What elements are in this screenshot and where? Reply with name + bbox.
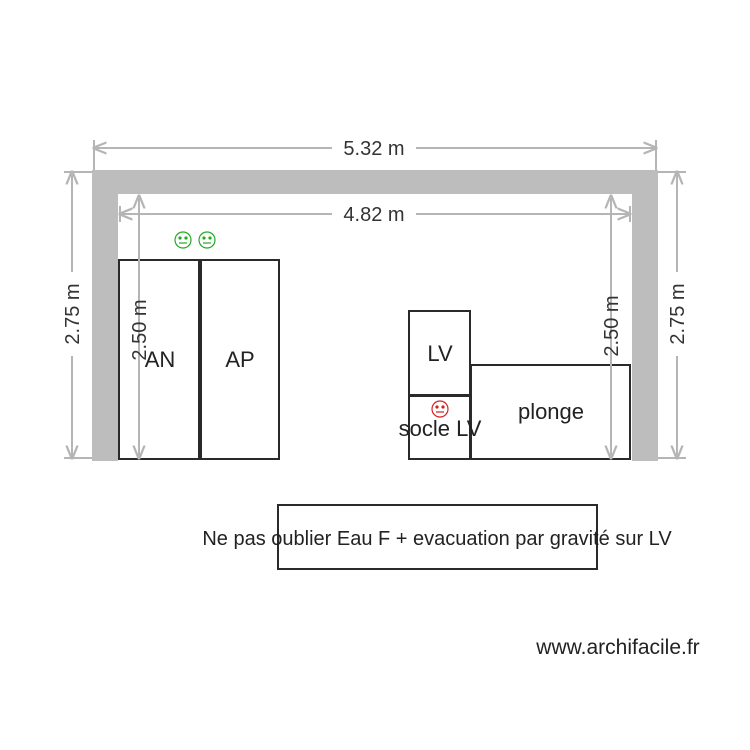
dimension-outer-height-left: 2.75 m [58, 172, 92, 458]
dimension-outer-height-right: 2.75 m [658, 172, 691, 458]
label-plonge: plonge [518, 399, 584, 424]
box-ap [200, 259, 280, 460]
website-label: www.archifacile.fr [535, 636, 699, 659]
dimension-inner-height-right: 2.50 m [601, 196, 623, 458]
outer-width-label: 5.32 m [343, 138, 404, 160]
label-lv: LV [427, 341, 453, 366]
box-an [118, 259, 200, 460]
label-an: AN [145, 347, 176, 372]
wall-top [92, 170, 658, 194]
single-outlet-icon [431, 400, 449, 418]
dimension-inner-width: 4.82 m [120, 201, 630, 227]
label-ap: AP [225, 347, 254, 372]
double-outlet-icon [174, 231, 216, 249]
note-box [277, 504, 598, 570]
wall-left [92, 170, 118, 461]
inner-height-left-label: 2.50 m [129, 299, 151, 360]
label-socle-lv: socle LV [399, 416, 482, 441]
inner-width-label: 4.82 m [343, 204, 404, 226]
inner-height-right-label: 2.50 m [601, 295, 623, 356]
dimension-outer-width: 5.32 m [94, 135, 656, 170]
box-plonge [470, 364, 631, 460]
wall-right [632, 170, 658, 461]
outer-height-right-label: 2.75 m [667, 283, 689, 344]
wall [92, 170, 658, 461]
dimension-inner-height-left: 2.50 m [129, 196, 151, 458]
furniture [118, 259, 631, 460]
note-text: Ne pas oublier Eau F + evacuation par gr… [202, 528, 672, 550]
outer-height-left-label: 2.75 m [62, 283, 84, 344]
